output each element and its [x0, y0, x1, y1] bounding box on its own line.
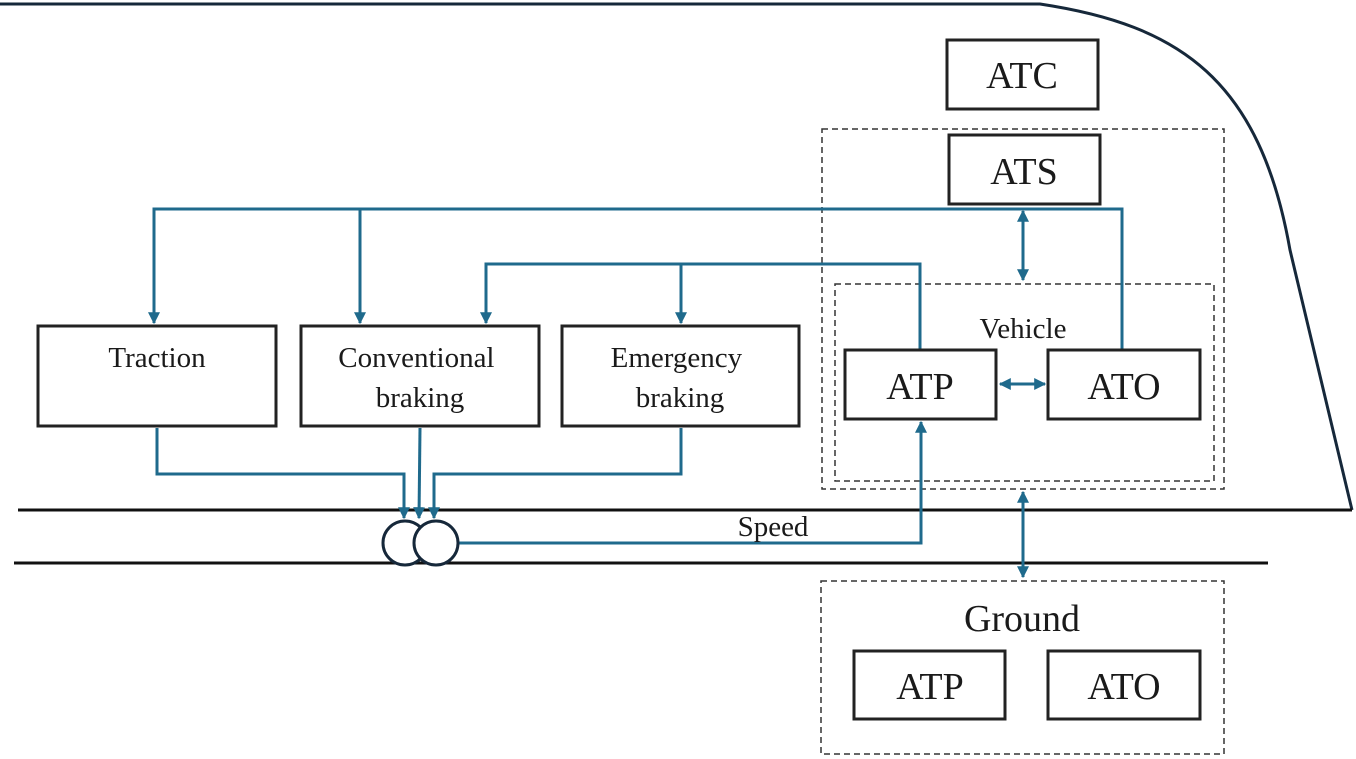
emergency-braking-label: Emergency braking [611, 342, 750, 414]
speed-label: Speed [738, 511, 809, 543]
emergency-braking-line-2: braking [636, 382, 725, 414]
conventional-braking-line-1: Conventional [338, 342, 494, 374]
ground-group-label: Ground [964, 598, 1080, 640]
traction-label: Traction [108, 342, 206, 374]
vehicle-group-border [834, 283, 1215, 482]
ground-group-border [820, 580, 1225, 755]
ground-atp-block: ATP [852, 649, 1007, 721]
vehicle-ato-block: ATO [1046, 348, 1202, 421]
conventional-braking-block: Conventional braking [299, 324, 541, 428]
vehicle-group-label: Vehicle [980, 313, 1067, 345]
atc-block: ATC [945, 38, 1100, 111]
vehicle-ato-label: ATO [1087, 366, 1160, 408]
ats-block: ATS [947, 133, 1102, 206]
vehicle-atp-label: ATP [886, 366, 954, 408]
traction-block: Traction [36, 324, 278, 428]
emergency-braking-block: Emergency braking [560, 324, 801, 428]
ground-ato-block: ATO [1046, 649, 1202, 721]
traction-to-wheel-line [155, 428, 410, 520]
train-body-outline [0, 2, 1354, 511]
ats-group-border [821, 128, 1225, 490]
wheel-right [412, 519, 460, 567]
vehicle-atp-block: ATP [843, 348, 998, 421]
conventional-braking-line-2: braking [376, 382, 465, 414]
ato-command-line [148, 207, 1124, 350]
ats-label: ATS [990, 151, 1058, 193]
speed-feedback-line [456, 420, 927, 545]
atc-label: ATC [986, 55, 1058, 97]
ground-ato-label: ATO [1087, 666, 1160, 708]
flow-lines [148, 207, 1124, 579]
conventional-braking-label: Conventional braking [338, 342, 502, 414]
conventional-to-wheel-line [413, 427, 426, 520]
ground-atp-label: ATP [896, 666, 964, 708]
atp-command-line [480, 262, 922, 350]
emergency-braking-line-1: Emergency [611, 342, 743, 374]
emergency-to-wheel-line [428, 428, 683, 520]
